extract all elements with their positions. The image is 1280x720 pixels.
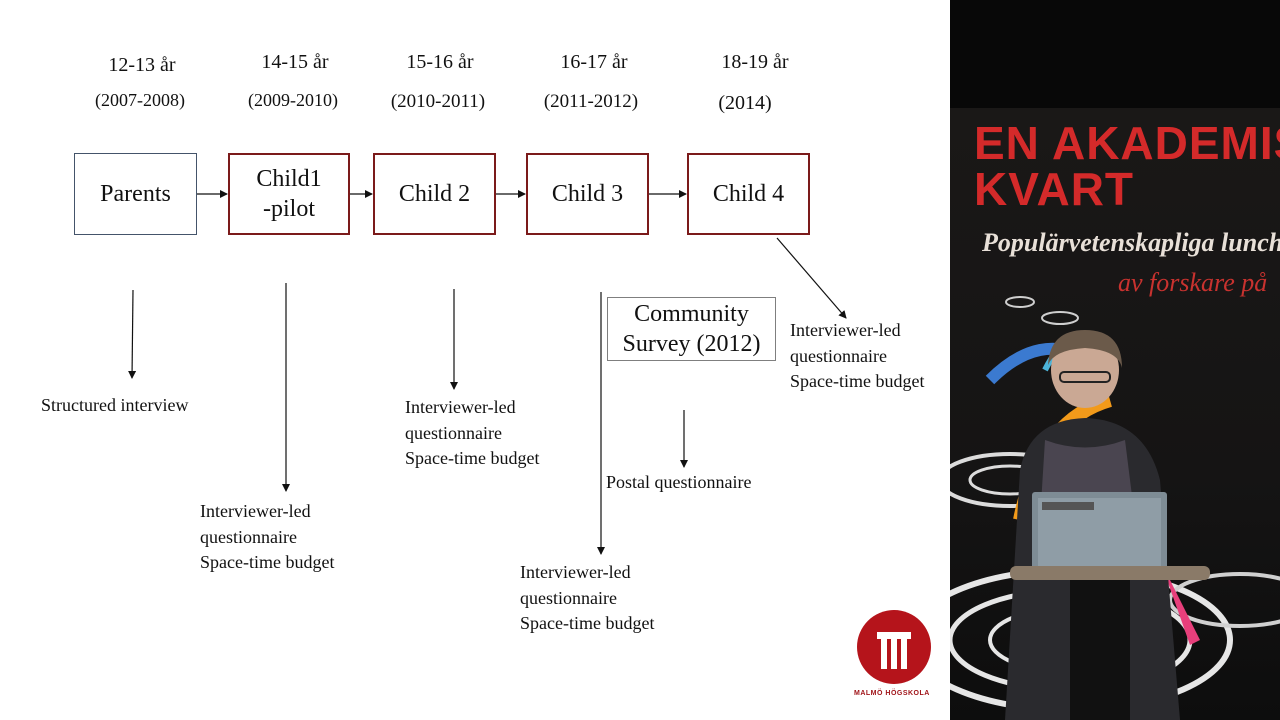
year-label-2: (2009-2010) [248, 90, 338, 110]
arrows-layer [128, 190, 847, 555]
parents-box: Parents [74, 153, 197, 235]
child1-label: Child1 [256, 166, 322, 192]
malmo-hogskola-logo [857, 610, 931, 684]
community-label: Community [634, 301, 749, 327]
survey-2012-label: Survey (2012) [622, 331, 761, 357]
year-label-3: (2010-2011) [390, 91, 486, 112]
banner-line2: KVART [974, 163, 1135, 215]
year-label-5: (2014) [718, 92, 772, 114]
year-label-4: (2011-2012) [543, 91, 639, 112]
pilot-label: -pilot [263, 196, 315, 222]
child3-box: Child 3 [526, 153, 649, 235]
child4-box: Child 4 [687, 153, 810, 235]
space-time-text: Space-time budget [790, 371, 925, 391]
child1-method-note: Interviewer-led questionnaire Space-time… [200, 499, 334, 576]
logo-text: MALMÖ HÖGSKOLA [854, 690, 930, 697]
postal-questionnaire-note: Postal questionnaire [606, 472, 752, 492]
age-label-2: 14-15 år [261, 51, 329, 73]
arrow-parents-down [128, 289, 137, 379]
child1-pilot-box: Child1 -pilot [228, 153, 350, 235]
age-label-3: 15-16 år [406, 51, 474, 73]
questionnaire-text: questionnaire [520, 587, 617, 608]
space-time-text: Space-time budget [520, 613, 655, 633]
parents-label: Parents [100, 181, 171, 207]
age-label-4: 16-17 år [560, 51, 628, 73]
space-time-text: Space-time budget [200, 552, 335, 572]
interviewer-led-text: Interviewer-led [200, 501, 311, 521]
child3-label: Child 3 [551, 181, 624, 207]
structured-interview-note: Structured interview [41, 395, 189, 415]
child2-box: Child 2 [373, 153, 496, 235]
interviewer-led-text: Interviewer-led [520, 562, 631, 582]
child2-label: Child 2 [398, 181, 471, 207]
interviewer-led-text: Interviewer-led [405, 397, 516, 417]
questionnaire-text: questionnaire [405, 422, 502, 443]
age-label-5: 18-19 år [721, 51, 789, 73]
interviewer-led-text: Interviewer-led [790, 320, 901, 340]
child3-method-note: Interviewer-led questionnaire Space-time… [520, 560, 654, 637]
child4-method-note: Interviewer-led questionnaire Space-time… [790, 318, 924, 395]
banner-title: EN AKADEMISK KVART [974, 120, 1280, 212]
stage-graphics [950, 296, 1280, 720]
year-label-1: (2007-2008) [95, 90, 185, 110]
age-label-1: 12-13 år [108, 54, 176, 76]
child2-method-note: Interviewer-led questionnaire Space-time… [405, 395, 539, 472]
video-panel: EN AKADEMISK KVART Populärvetenskapliga … [950, 0, 1280, 720]
child4-label: Child 4 [712, 181, 785, 207]
community-survey-box: Community Survey (2012) [607, 297, 776, 361]
questionnaire-text: questionnaire [200, 526, 297, 547]
banner-subtitle2: av forskare på [1118, 268, 1268, 297]
banner-subtitle: Populärvetenskapliga luncher [982, 228, 1280, 257]
banner-line1: EN AKADEMISK [974, 117, 1280, 169]
questionnaire-text: questionnaire [790, 345, 887, 366]
space-time-text: Space-time budget [405, 448, 540, 468]
arrow-child4-diag [776, 237, 847, 319]
